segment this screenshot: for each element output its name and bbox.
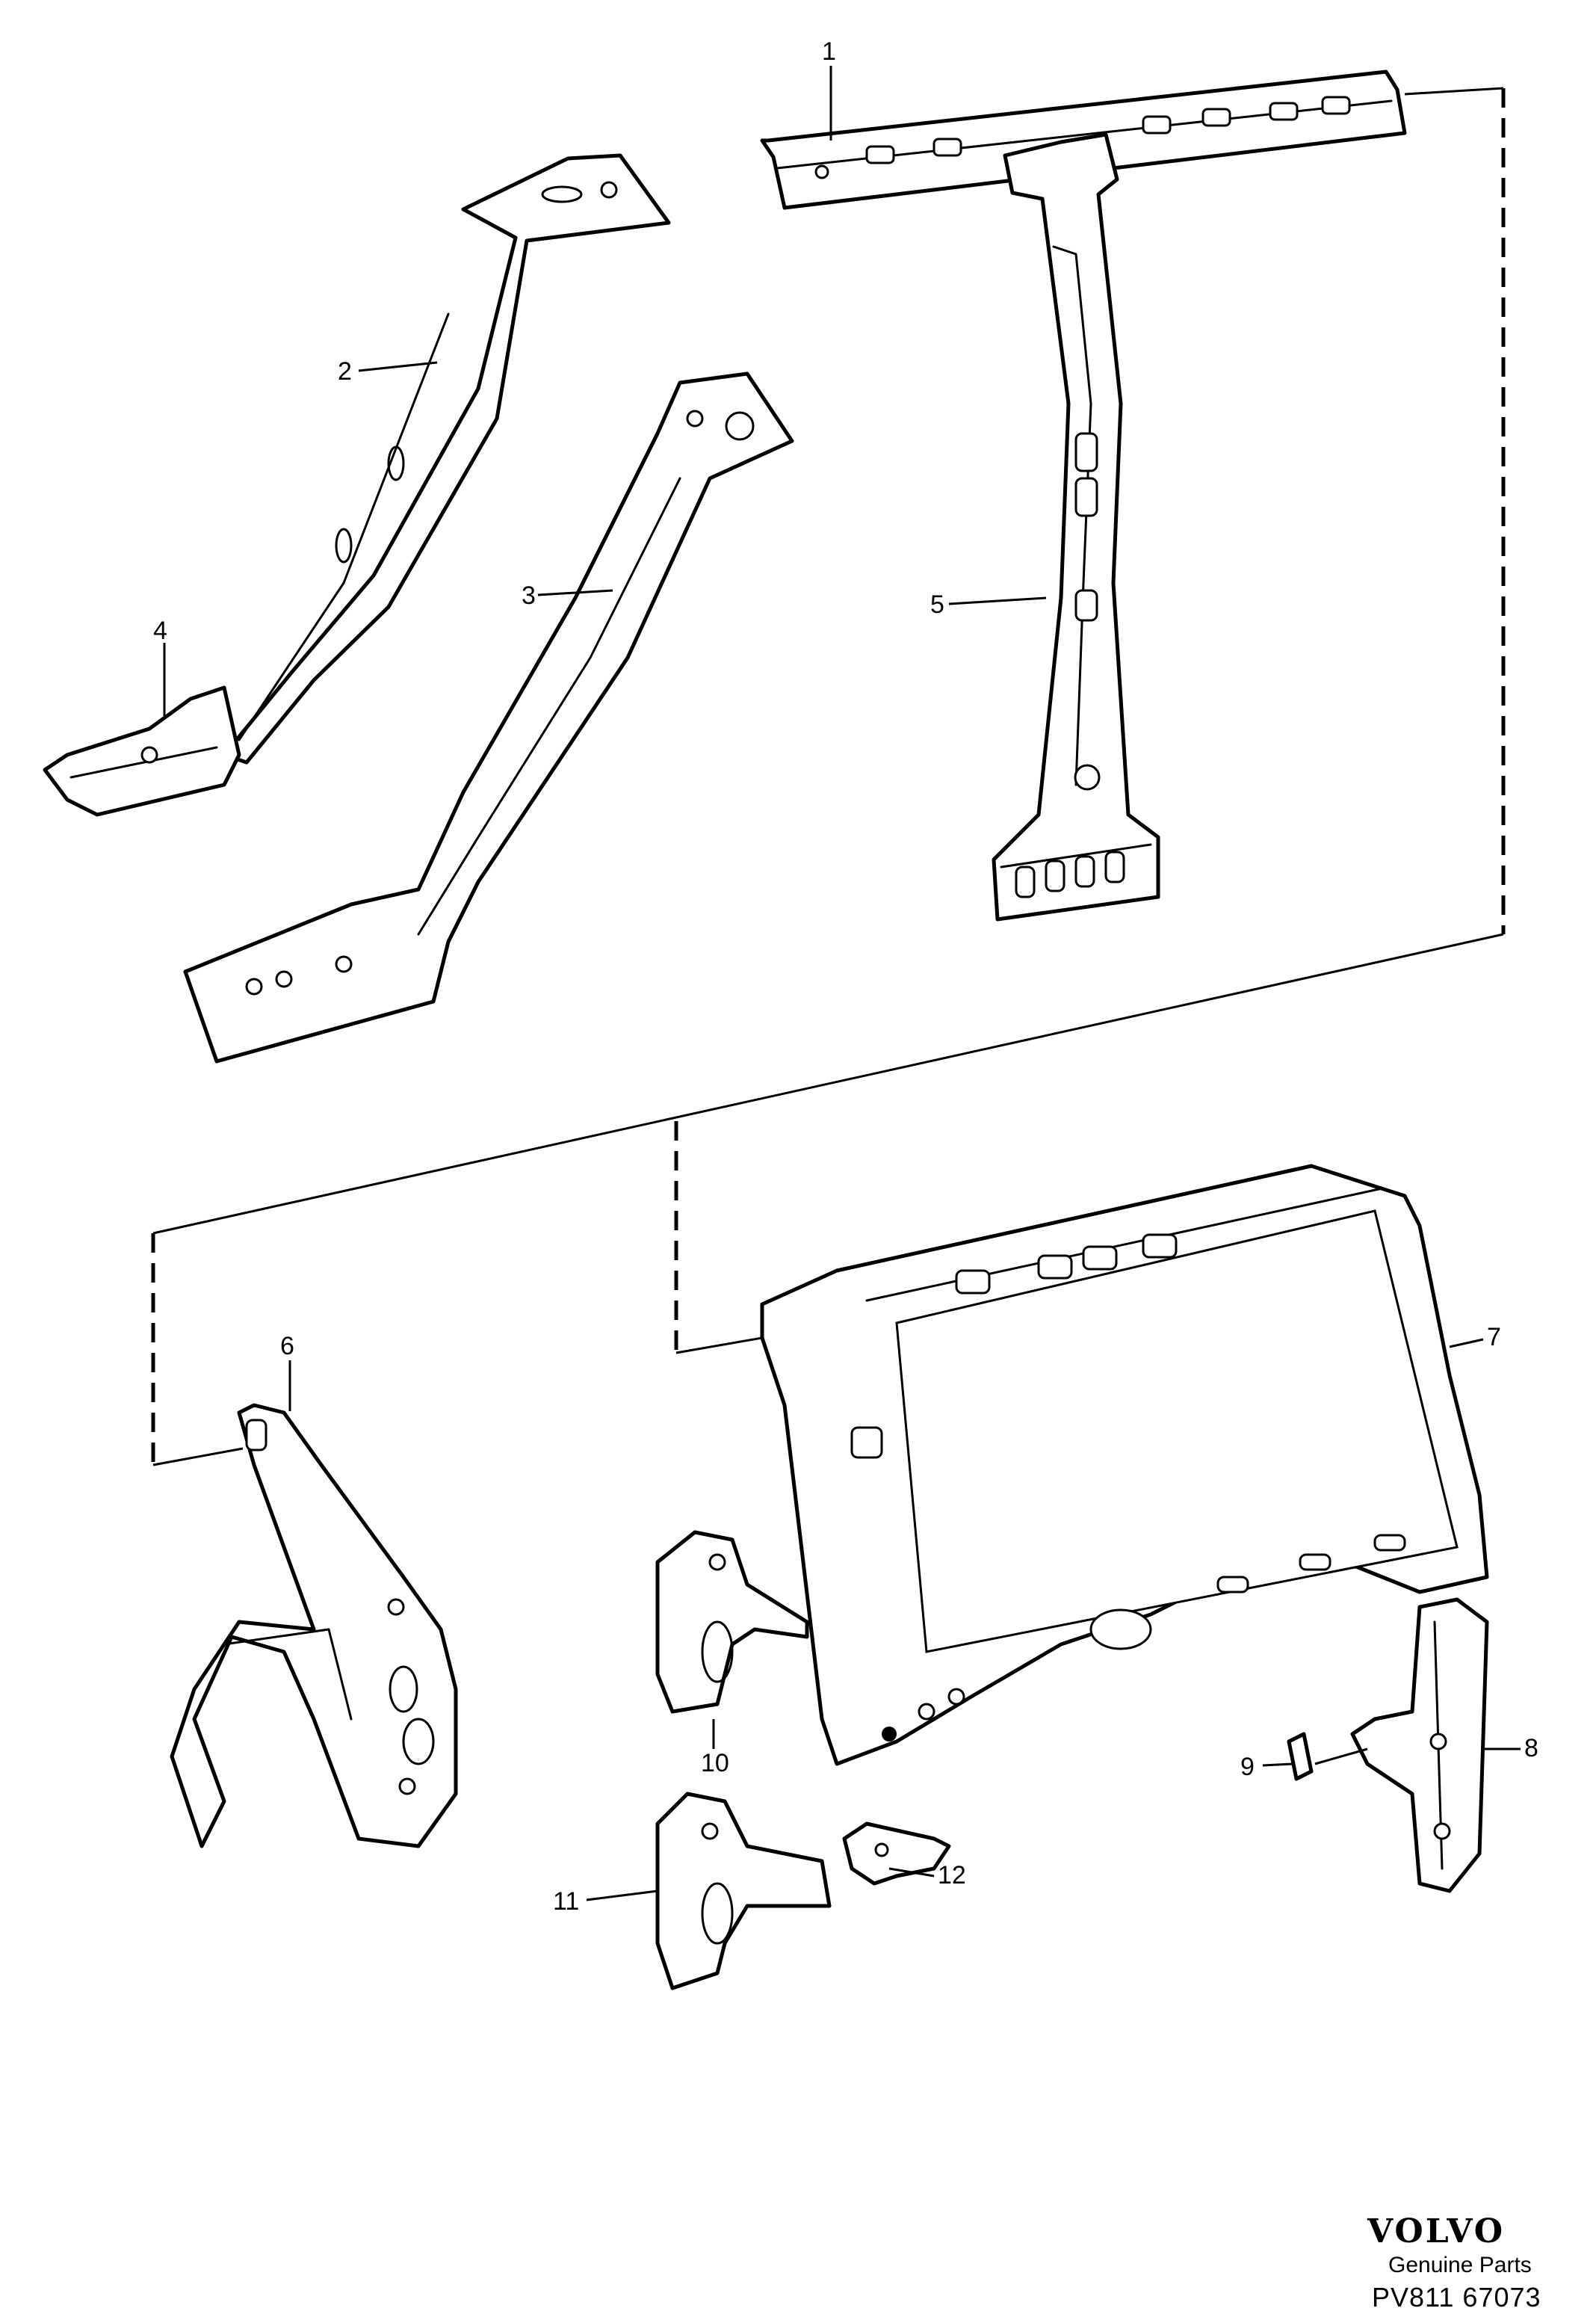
callout-6: 6 [280, 1332, 294, 1360]
part-2-windscreen-pillar [222, 153, 671, 765]
callout-7: 7 [1487, 1323, 1501, 1351]
part-3-inner-pillar [183, 371, 794, 1064]
callout-8: 8 [1524, 1734, 1538, 1762]
callout-10: 10 [701, 1749, 729, 1777]
callout-12: 12 [938, 1861, 966, 1889]
callout-2: 2 [338, 357, 352, 386]
brand-block: VOLVO Genuine Parts PV811 67073 [1367, 2212, 1541, 2313]
callout-3: 3 [522, 581, 536, 610]
callout-labels: 1 2 3 4 5 6 7 8 9 10 11 12 [153, 37, 1538, 1916]
genuine-parts-label: Genuine Parts [1388, 2253, 1532, 2277]
volvo-logo: VOLVO [1367, 2212, 1505, 2250]
callout-9: 9 [1240, 1753, 1255, 1781]
part-5-center-pillar [992, 132, 1160, 922]
part-4-pillar-foot [43, 685, 241, 817]
part-8-rear-corner-bracket [1350, 1597, 1489, 1893]
drawing-number: PV811 67073 [1372, 2282, 1541, 2313]
part-11-lower-support [655, 1792, 832, 1990]
callout-11: 11 [553, 1887, 579, 1916]
part-7-side-frame [760, 1164, 1489, 1766]
part-12-angle-bracket [842, 1821, 951, 1886]
part-6-wheel-arch-pillar [170, 1403, 458, 1848]
callout-1: 1 [822, 37, 836, 66]
callout-leaders [163, 66, 1521, 1901]
callout-4: 4 [153, 617, 167, 645]
part-9-clip [1287, 1732, 1314, 1781]
assembly-guide-lines [151, 87, 1506, 1466]
part-10-lower-bracket [655, 1530, 809, 1714]
callout-5: 5 [930, 590, 944, 619]
